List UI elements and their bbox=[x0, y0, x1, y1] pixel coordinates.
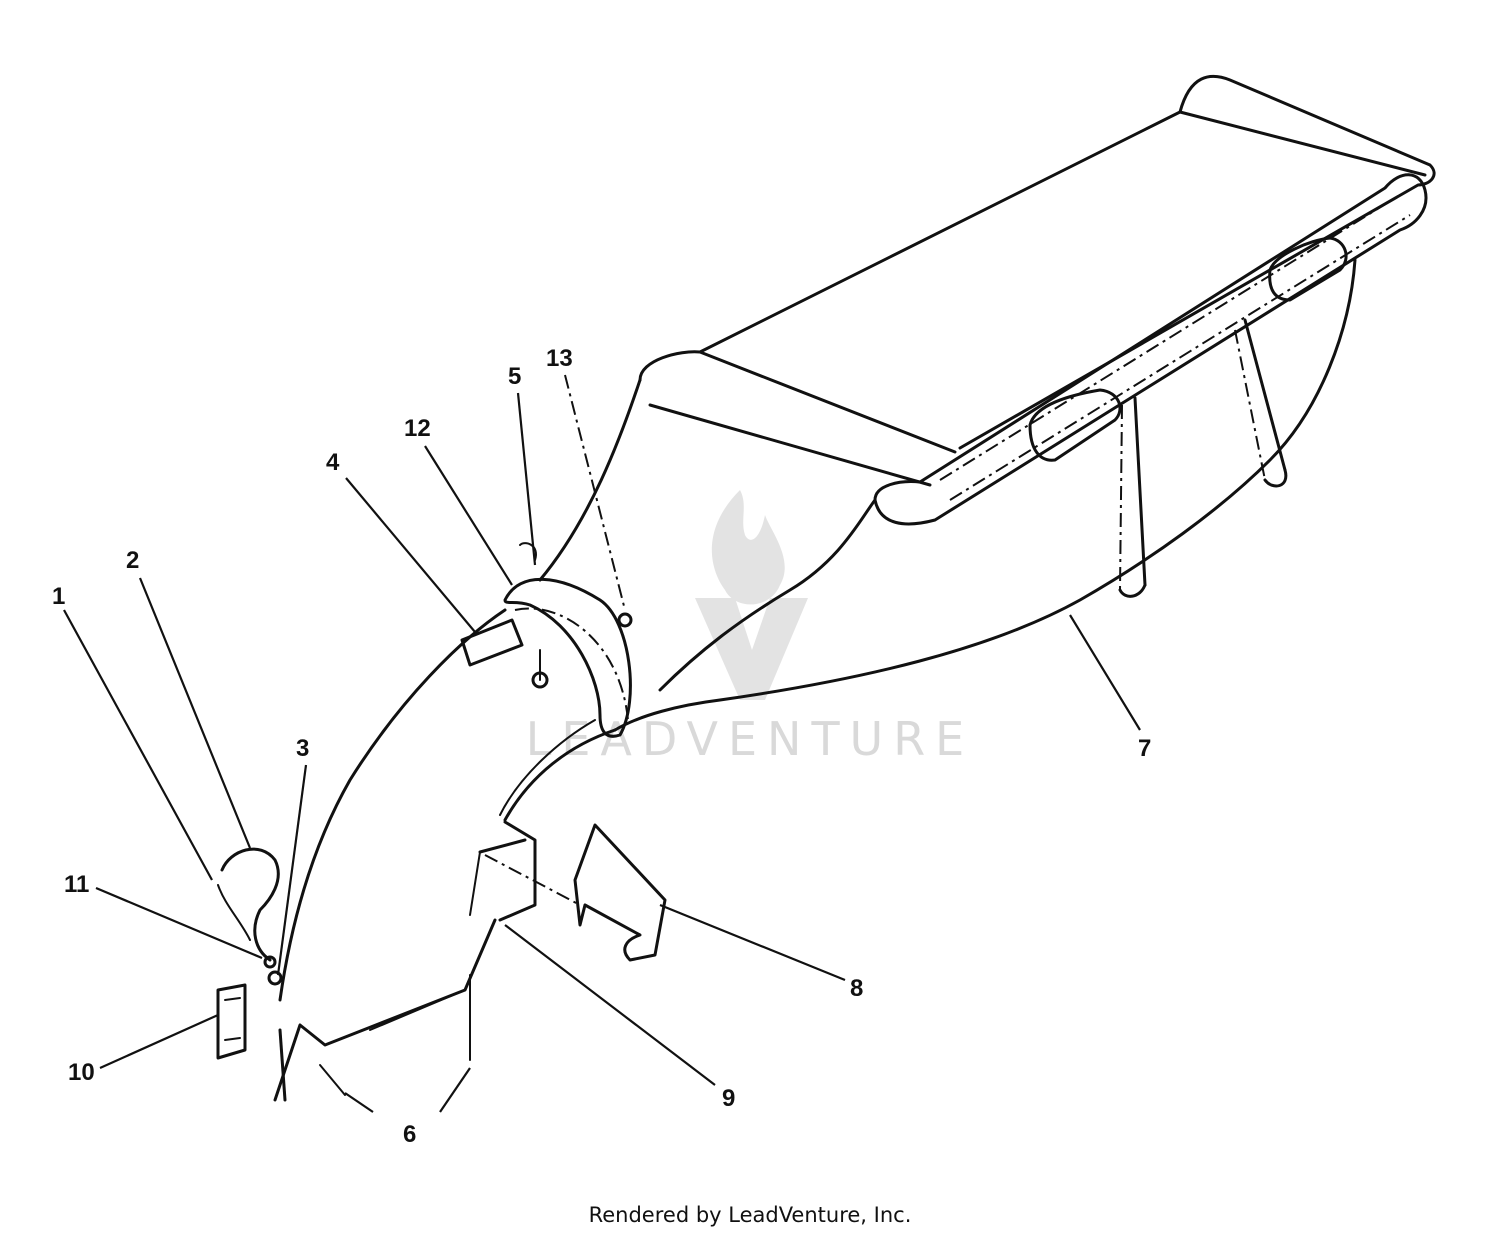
callout-7: 7 bbox=[1138, 735, 1151, 762]
callout-12: 12 bbox=[404, 415, 431, 442]
callout-numbers: 1 2 3 4 5 6 7 8 9 10 11 12 13 bbox=[52, 345, 1151, 1148]
callout-9: 9 bbox=[722, 1085, 735, 1112]
grass-bag bbox=[538, 75, 1436, 732]
callout-11: 11 bbox=[64, 871, 89, 898]
callout-8: 8 bbox=[850, 975, 863, 1002]
callout-6: 6 bbox=[403, 1121, 416, 1148]
callout-1: 1 bbox=[52, 583, 65, 610]
latch-hardware bbox=[216, 542, 633, 1102]
leader-lines bbox=[63, 374, 1141, 1113]
leadventure-watermark: LEADVENTURE bbox=[526, 490, 964, 766]
render-credit: Rendered by LeadVenture, Inc. bbox=[588, 1203, 912, 1227]
callout-5: 5 bbox=[508, 363, 521, 390]
watermark-v-mark bbox=[695, 598, 808, 700]
callout-13: 13 bbox=[546, 345, 573, 372]
watermark-flame-icon bbox=[711, 490, 785, 605]
callout-4: 4 bbox=[326, 449, 340, 476]
callout-10: 10 bbox=[68, 1059, 95, 1086]
plate-alignment-line bbox=[484, 854, 581, 906]
callout-2: 2 bbox=[126, 547, 139, 574]
discharge-chute bbox=[273, 577, 632, 1102]
deflector-plate bbox=[573, 823, 667, 962]
callout-3: 3 bbox=[296, 735, 309, 762]
